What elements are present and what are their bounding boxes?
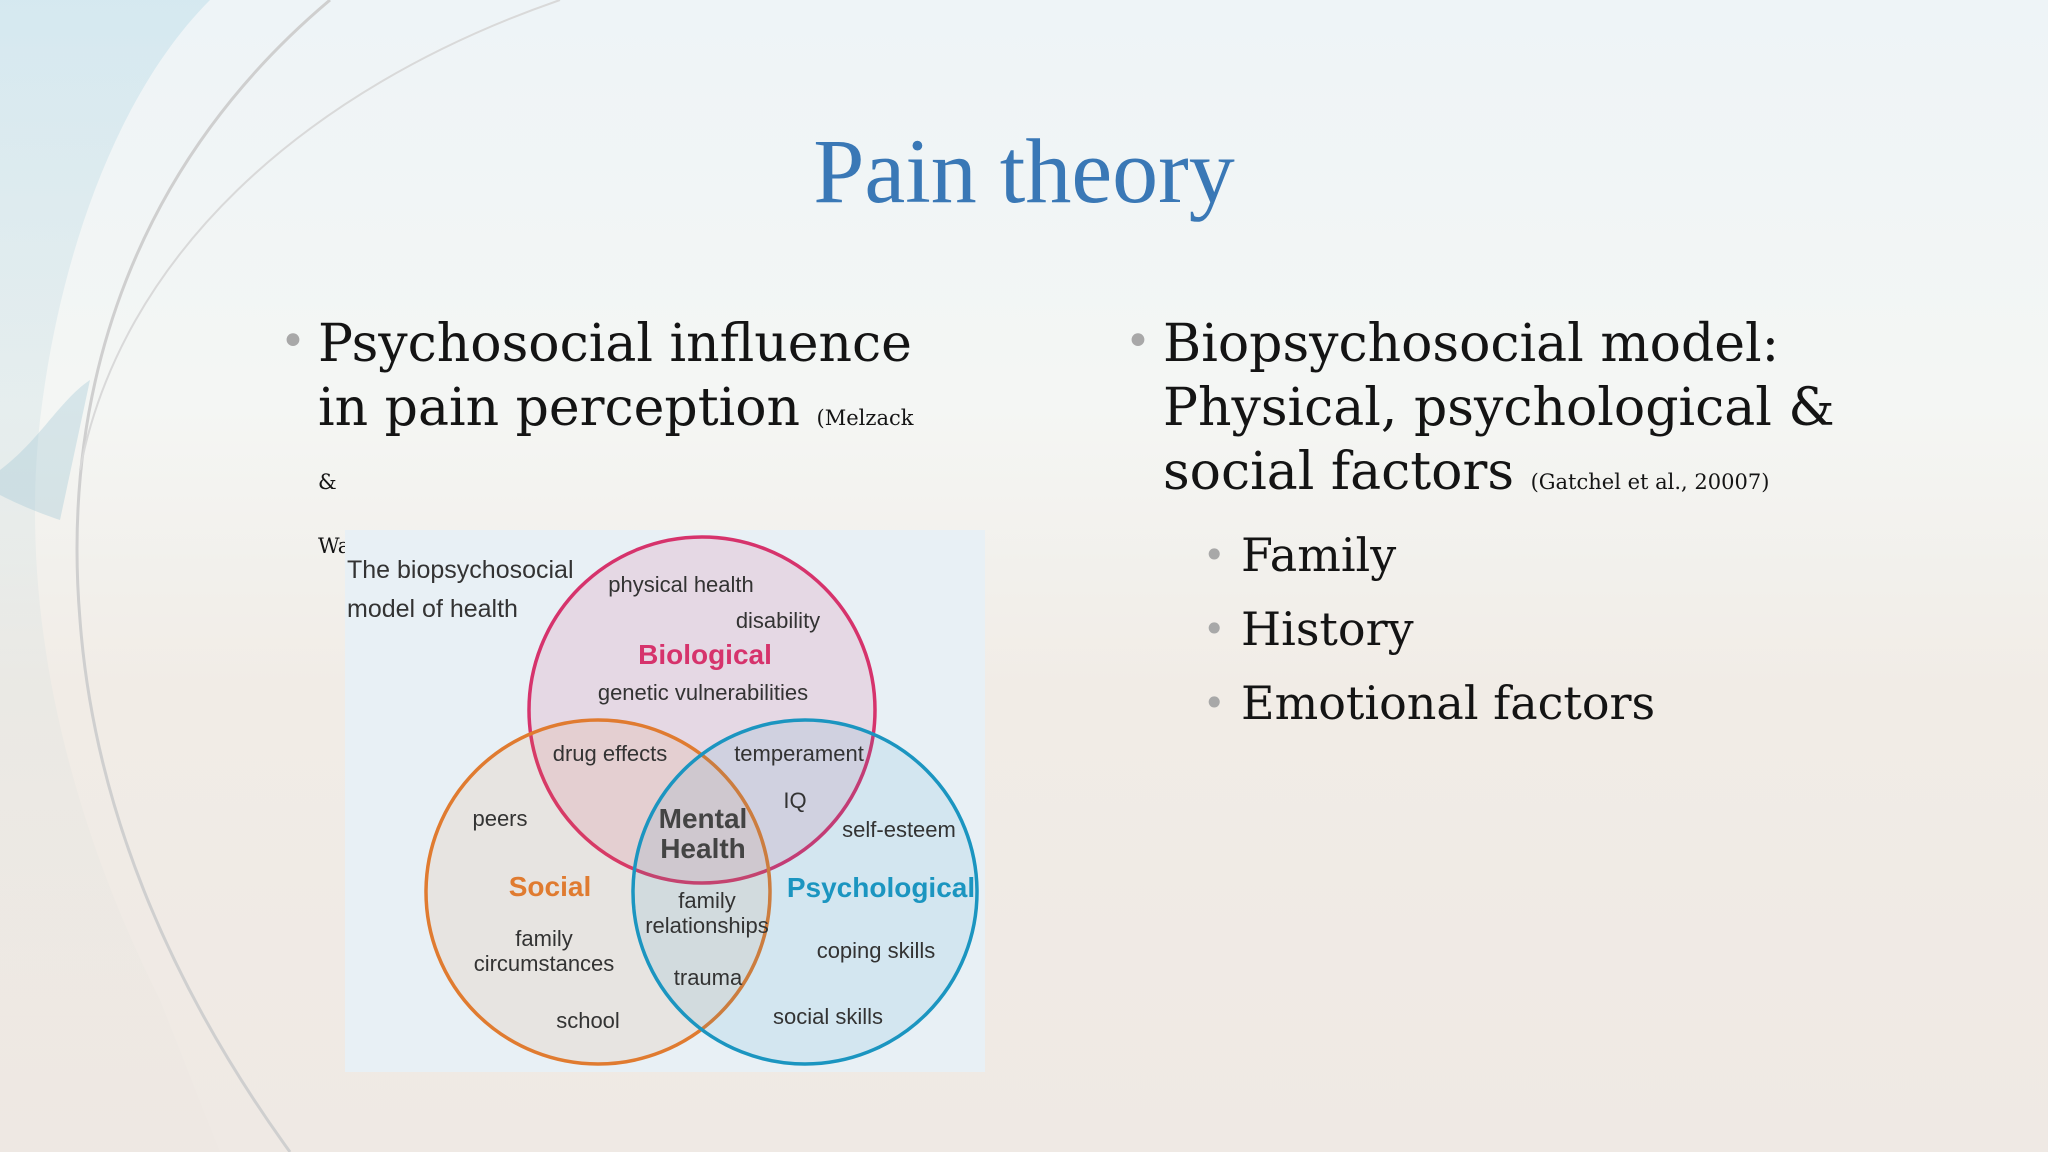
label-social-skills: social skills <box>773 1004 883 1029</box>
set-label-social: Social <box>509 871 591 902</box>
label-self-esteem: self-esteem <box>842 817 956 842</box>
bullet-text-line2: Physical, psychological & <box>1163 378 1835 438</box>
venn-diagram: The biopsychosocial model of health Biol… <box>345 530 985 1072</box>
bullet-text-line1: Biopsychosocial model: <box>1163 314 1780 374</box>
label-school: school <box>556 1008 620 1033</box>
right-column: • Biopsychosocial model: Physical, psych… <box>1125 312 1865 740</box>
set-label-biological: Biological <box>638 639 772 670</box>
label-trauma: trauma <box>674 965 743 990</box>
label-family-relationships-line1: family <box>678 888 735 913</box>
bullet-biopsychosocial-model: • Biopsychosocial model: Physical, psych… <box>1125 312 1865 504</box>
bullet-text-line2: in pain perception <box>318 378 801 438</box>
list-item-history: • History <box>1203 592 1865 666</box>
bullet-dot-icon: • <box>1203 607 1226 651</box>
bullet-dot-icon: • <box>280 316 306 367</box>
set-label-psychological: Psychological <box>787 872 975 903</box>
list-item-family: • Family <box>1203 518 1865 592</box>
label-genetic-vulnerabilities: genetic vulnerabilities <box>598 680 808 705</box>
label-family-circumstances-line1: family <box>515 926 572 951</box>
list-item-label: Emotional factors <box>1241 676 1656 730</box>
center-label-line2: Health <box>660 833 746 864</box>
label-iq: IQ <box>783 788 806 813</box>
label-family-circumstances-line2: circumstances <box>474 951 615 976</box>
label-coping-skills: coping skills <box>817 938 936 963</box>
bullet-dot-icon: • <box>1125 316 1151 367</box>
label-family-relationships-line2: relationships <box>645 913 769 938</box>
citation-gatchel: (Gatchel et al., 20007) <box>1530 470 1770 494</box>
list-item-emotional-factors: • Emotional factors <box>1203 666 1865 740</box>
bullet-dot-icon: • <box>1203 681 1226 725</box>
list-item-label: Family <box>1241 528 1397 582</box>
diagram-title-line1: The biopsychosocial <box>347 556 574 584</box>
label-disability: disability <box>736 608 820 633</box>
circle-social <box>424 718 772 1066</box>
label-physical-health: physical health <box>608 572 754 597</box>
center-label-line1: Mental <box>659 803 748 834</box>
bullet-psychosocial-influence: • Psychosocial influence in pain percept… <box>280 312 920 568</box>
label-drug-effects: drug effects <box>553 741 668 766</box>
bullet-text-line3: social factors <box>1163 442 1515 502</box>
list-item-label: History <box>1241 602 1414 656</box>
bullet-dot-icon: • <box>1203 533 1226 577</box>
slide-title: Pain theory <box>813 120 1235 222</box>
circle-biological <box>527 535 877 885</box>
label-peers: peers <box>472 806 527 831</box>
venn-diagram-image: The biopsychosocial model of health Biol… <box>345 530 985 1072</box>
circle-psychological <box>631 718 979 1066</box>
bullet-text-line1: Psychosocial influence <box>318 314 912 374</box>
left-column: • Psychosocial influence in pain percept… <box>280 312 920 568</box>
citation-melzack-line1: (Melzack & <box>318 406 914 494</box>
label-temperament: temperament <box>734 741 864 766</box>
factor-list: • Family • History • Emotional factors <box>1125 518 1865 740</box>
diagram-title-line2: model of health <box>347 595 518 623</box>
